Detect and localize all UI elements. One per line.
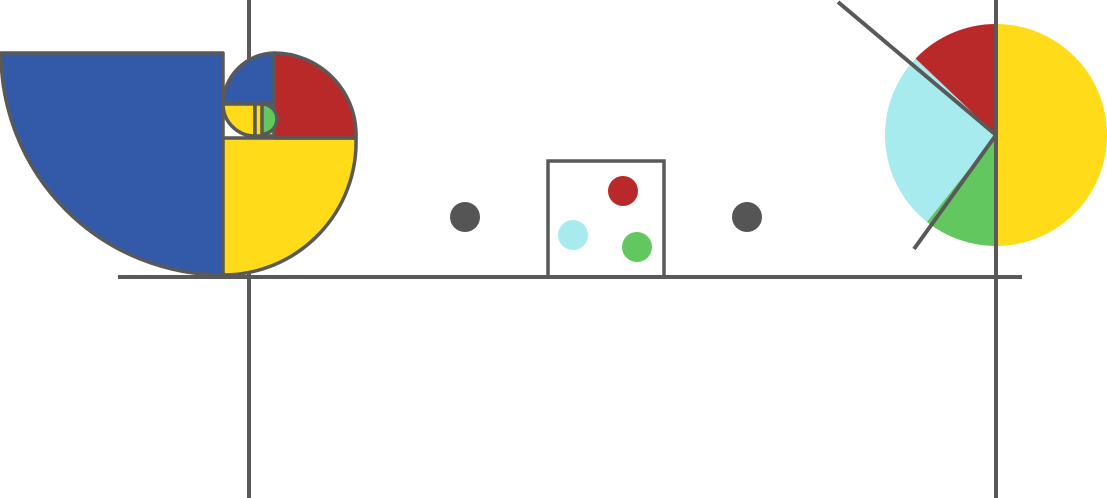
dots-box (546, 159, 666, 279)
small-blue-quarter (221, 51, 276, 106)
red-quarter (272, 51, 358, 140)
small-yellow-quarter (221, 102, 257, 138)
small-green-arc (260, 102, 279, 136)
blue-quarter (0, 51, 225, 277)
yellow-quarter (221, 136, 358, 277)
dot-icon (732, 202, 762, 232)
cyan-slice (884, 58, 996, 222)
green-slice (926, 135, 996, 246)
red-slice (915, 24, 996, 135)
yellow-slice (996, 24, 1107, 246)
clock-hand-short (912, 133, 998, 251)
green-dot (622, 232, 652, 262)
fibonacci-spiral-icon (0, 51, 358, 277)
dot-icon (450, 202, 480, 232)
box-with-dots-icon (546, 159, 666, 279)
pie-clock-icon (884, 24, 1107, 246)
cyan-dot (558, 220, 588, 250)
red-dot (608, 176, 638, 206)
clock-hand-long (836, 0, 998, 137)
